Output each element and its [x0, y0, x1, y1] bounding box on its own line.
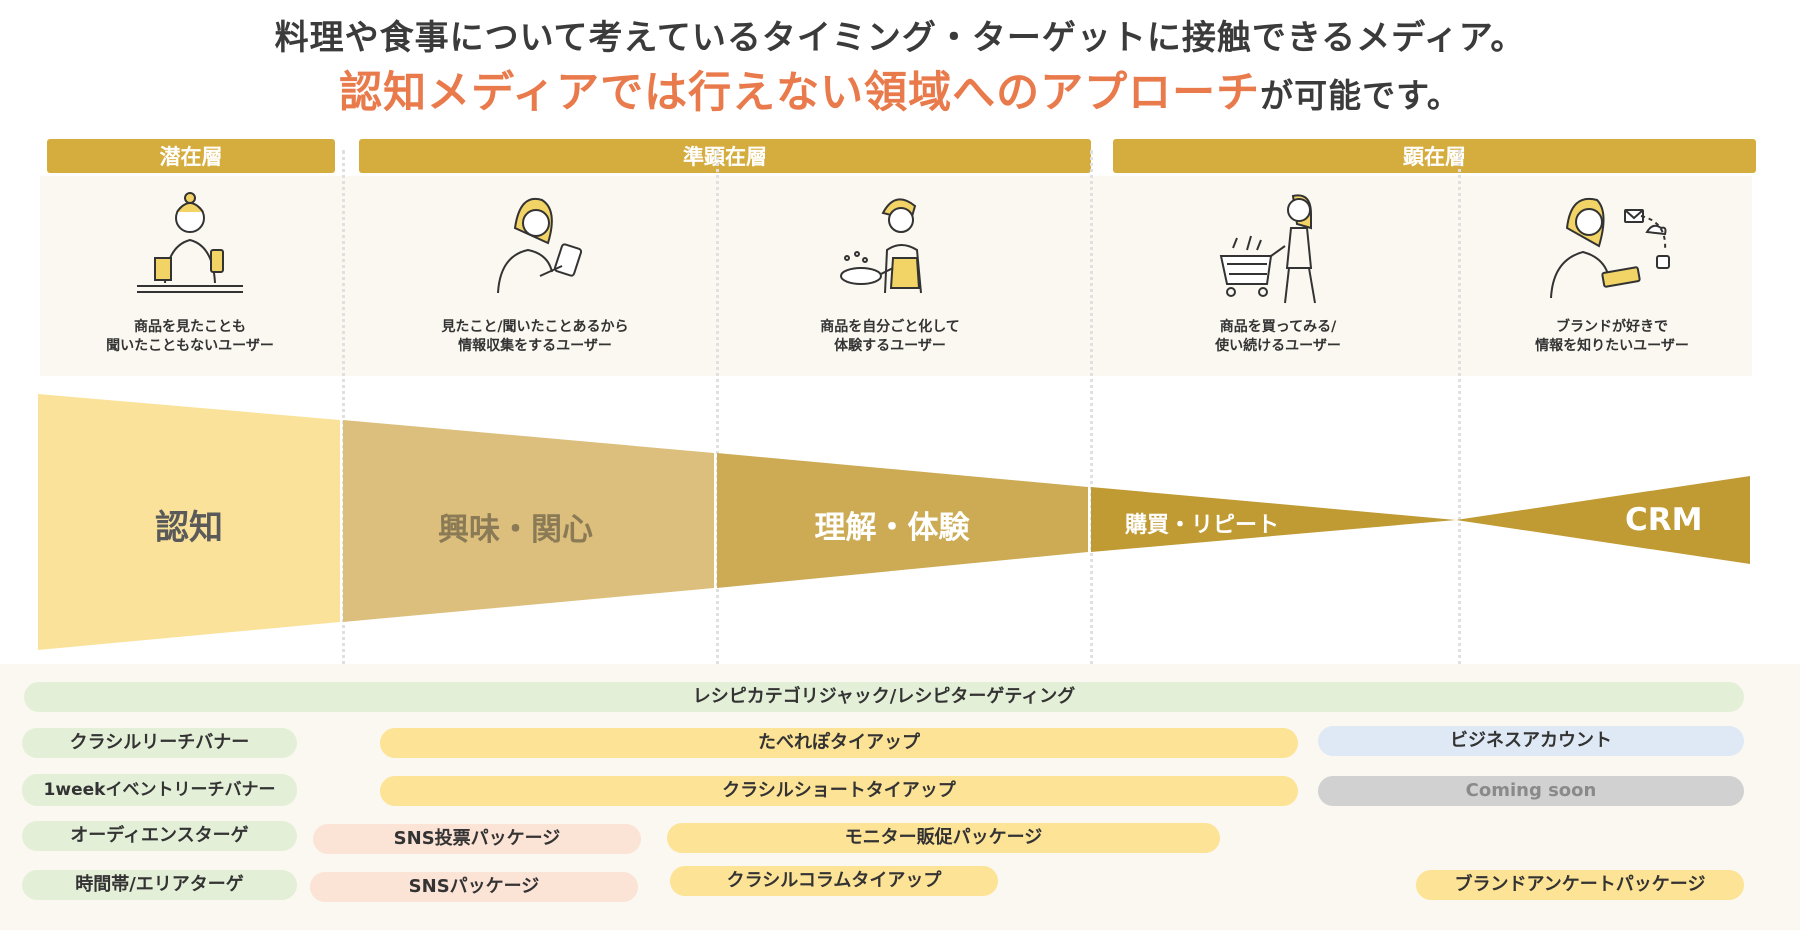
- funnel-segment-understanding: [717, 453, 1088, 588]
- persona-experience: 商品を自分ごと化して 体験するユーザー: [740, 188, 1040, 356]
- funnel-diagram: [38, 394, 1750, 650]
- funnel-segment-crm: [1456, 476, 1750, 564]
- tactic-brand-survey-package: ブランドアンケートパッケージ: [1416, 870, 1744, 900]
- funnel-segment-interest: [343, 420, 714, 622]
- tactic-sns-vote-package: SNS投票パッケージ: [313, 824, 641, 854]
- stage-label-interest: 興味・関心: [438, 512, 593, 548]
- persona-caption: 商品を見たことも 聞いたこともないユーザー: [106, 319, 274, 354]
- headline-accent: 認知メディアでは行えない領域へのアプローチ: [339, 68, 1261, 118]
- persona-crm: ブランドが好きで 情報を知りたいユーザー: [1462, 188, 1762, 356]
- funnel-segment-awareness: [38, 394, 340, 650]
- person-reading-messages-icon: [1550, 197, 1670, 299]
- persona-caption: 商品を買ってみる/ 使い続けるユーザー: [1215, 319, 1341, 354]
- tactic-kurashiru-column-tieup: クラシルコラムタイアップ: [670, 866, 998, 896]
- tactic-sns-package: SNSパッケージ: [310, 872, 638, 902]
- headline-line-2: 認知メディアでは行えない領域へのアプローチが可能です。: [0, 58, 1800, 120]
- tactic-time-area-targeting: 時間帯/エリアターゲ: [22, 870, 297, 900]
- funnel-segment-purchase: [1091, 487, 1456, 552]
- person-with-drink-and-phone-icon: [137, 192, 243, 293]
- layer-band-latent: 潜在層: [47, 139, 335, 173]
- tactic-coming-soon: Coming soon: [1318, 776, 1744, 806]
- stage-label-awareness: 認知: [155, 508, 223, 548]
- headline-line-1: 料理や食事について考えているタイミング・ターゲットに接触できるメディア。: [274, 18, 1526, 58]
- person-with-tablet-icon: [497, 197, 583, 294]
- tactic-audience-targeting: オーディエンスターゲ: [22, 821, 297, 851]
- tactic-kurashiru-short-tieup: クラシルショートタイアップ: [380, 776, 1298, 806]
- headline-tail: が可能です。: [1260, 76, 1461, 115]
- persona-latent: 商品を見たことも 聞いたこともないユーザー: [40, 188, 340, 356]
- persona-purchase: 商品を買ってみる/ 使い続けるユーザー: [1128, 188, 1428, 356]
- persona-research: 見たこと/聞いたことあるから 情報収集をするユーザー: [385, 188, 685, 356]
- person-cooking-icon: [840, 198, 922, 294]
- tactic-kurashiru-reach-banner: クラシルリーチバナー: [22, 728, 297, 758]
- layer-band-manifest: 顕在層: [1113, 139, 1756, 173]
- layer-band-semi-manifest: 準顕在層: [359, 139, 1091, 173]
- stage-label-understanding: 理解・体験: [814, 510, 970, 546]
- persona-caption: 見たこと/聞いたことあるから 情報収集をするユーザー: [441, 319, 629, 354]
- stage-label-crm: CRM: [1625, 502, 1703, 538]
- tactic-business-account: ビジネスアカウント: [1318, 726, 1744, 756]
- persona-caption: 商品を自分ごと化して 体験するユーザー: [820, 319, 960, 354]
- tactic-tabereppo-tieup: たべれぽタイアップ: [380, 728, 1298, 758]
- stage-label-purchase: 購買・リピート: [1125, 513, 1280, 538]
- tactic-1week-event-reach-banner: 1weekイベントリーチバナー: [22, 774, 297, 806]
- shopper-with-cart-icon: [1219, 194, 1316, 304]
- tactic-monitor-promo-package: モニター販促パッケージ: [667, 823, 1220, 853]
- persona-caption: ブランドが好きで 情報を知りたいユーザー: [1535, 319, 1689, 354]
- tactic-recipe-category-jack: レシピカテゴリジャック/レシピターゲティング: [24, 682, 1744, 712]
- column-divider: [1458, 150, 1461, 930]
